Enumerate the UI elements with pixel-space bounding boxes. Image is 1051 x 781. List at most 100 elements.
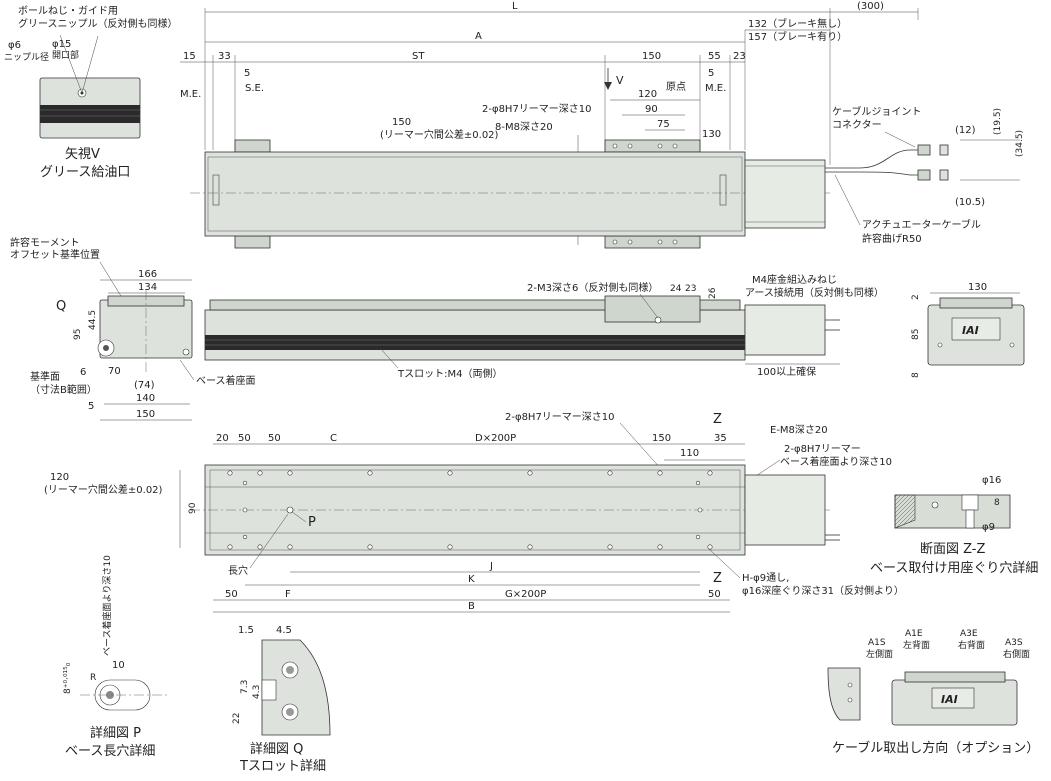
vv-nipple: ニップル径 xyxy=(4,51,49,63)
m8-note: 8-M8深さ20 xyxy=(495,121,553,133)
rs-dim-2: 2 xyxy=(911,294,921,300)
pitch-tol: (リーマー穴間公差±0.02) xyxy=(44,483,163,496)
reamer-pitch-150: 150 xyxy=(392,117,411,128)
dim-300: (300) xyxy=(857,1,884,12)
bv-dim-C: C xyxy=(330,433,337,444)
dim-12: (12) xyxy=(955,125,976,136)
q-dim-22: 22 xyxy=(232,713,242,724)
cable-direction: IAI A1S 左側面 A1E 左背面 A3E 右背面 A3S 右側面 ケーブル… xyxy=(827,629,1039,756)
dim-15: 15 xyxy=(183,51,196,62)
dim-L: L xyxy=(512,1,518,12)
section-zz: φ16 8 φ9 断面図 Z-Z ベース取付け用座ぐり穴詳細 xyxy=(870,475,1038,576)
bv-dim-20: 20 xyxy=(216,433,229,444)
cable-joint-1: ケーブルジョイント xyxy=(832,105,921,118)
rs-dim-85: 85 xyxy=(911,329,921,340)
detail-p: ベース着座面より深さ10 8⁺⁰·⁰¹⁵₀ 10 R 詳細図 P ベース長穴詳細 xyxy=(63,555,170,759)
p-label: P xyxy=(308,515,316,530)
moment-2: オフセット基準位置 xyxy=(10,248,100,261)
a1e-2: 左背面 xyxy=(903,639,930,651)
dim-6: 6 xyxy=(80,367,86,378)
ref-1: 基準面 xyxy=(30,370,60,383)
a1s-2: 左側面 xyxy=(866,648,893,660)
dim-23: 23 xyxy=(733,51,746,62)
dim-26: 26 xyxy=(708,287,718,299)
q-dim-4-5: 4.5 xyxy=(276,625,292,636)
side-view: 2-M3深さ6（反対側も同様） 24 23 26 M4座金組込みねじ アース接続… xyxy=(204,273,884,380)
bv-dim-110: 110 xyxy=(680,448,699,459)
rs-dim-8: 8 xyxy=(911,372,921,378)
a1e-1: A1E xyxy=(905,629,923,639)
bv-dim-B: B xyxy=(468,601,475,612)
dim-150-end: 150 xyxy=(136,409,155,420)
detail-q: 1.5 4.5 7.3 4.3 22 詳細図 Q Tスロット詳細 xyxy=(232,625,331,774)
a3e-1: A3E xyxy=(960,629,978,639)
base-face: ベース着座面 xyxy=(196,374,256,387)
me-right: M.E. xyxy=(705,83,726,94)
z-top: Z xyxy=(713,412,722,427)
a3s-2: 右側面 xyxy=(1003,648,1030,660)
q-dim-1-5: 1.5 xyxy=(238,625,254,636)
vv-phi15: φ15 xyxy=(52,39,71,50)
zz-phi16: φ16 xyxy=(982,475,1001,486)
p-caption-1: 詳細図 P xyxy=(90,725,141,741)
moment-1: 許容モーメント xyxy=(10,236,80,249)
bv-dim-K: K xyxy=(468,574,475,585)
dim-140: 140 xyxy=(136,393,155,404)
vv-phi6: φ6 xyxy=(8,40,21,51)
dim-10-5: (10.5) xyxy=(955,197,985,208)
vv-ballscrew-2: グリースニップル（反対側も同様） xyxy=(18,17,178,30)
zz-caption-2: ベース取付け用座ぐり穴詳細 xyxy=(870,560,1038,576)
origin-label: 原点 xyxy=(666,81,686,93)
view-v-arrow: V xyxy=(616,74,624,87)
dim-74: (74) xyxy=(134,380,155,391)
a1s-1: A1S xyxy=(868,638,886,648)
dim-90: 90 xyxy=(645,104,658,115)
q-caption-1: 詳細図 Q xyxy=(250,741,303,757)
h-note-2: φ16深座ぐり深さ31（反対側より） xyxy=(742,584,904,597)
dim-95: 95 xyxy=(73,329,83,340)
bv-dim-F: F xyxy=(285,589,291,600)
bv-dim-D: D×200P xyxy=(475,433,516,444)
end-view: 許容モーメント オフセット基準位置 166 134 Q 95 44.5 6 70… xyxy=(10,236,256,421)
dim-23-side: 23 xyxy=(685,284,696,294)
p-dim-10: 10 xyxy=(112,660,125,671)
bolt-holes xyxy=(227,470,713,550)
a3e-2: 右背面 xyxy=(958,639,985,651)
dim-150-top: 150 xyxy=(642,51,661,62)
dim-24: 24 xyxy=(670,284,682,294)
cable-joint-2: コネクター xyxy=(832,119,882,131)
vv-caption-1: 矢視V xyxy=(65,147,100,162)
p-caption-2: ベース長穴詳細 xyxy=(65,743,155,759)
top-view: L (300) A 132（ブレーキ無し） 157（ブレーキ有り） 15 33 … xyxy=(180,1,1025,249)
dim-55: 55 xyxy=(708,51,721,62)
cd-caption: ケーブル取出し方向（オプション） xyxy=(832,740,1039,756)
se-label: S.E. xyxy=(245,83,264,94)
dim-A: A xyxy=(475,31,482,42)
bv-dim-50d: 50 xyxy=(708,589,721,600)
bv-dim-J: J xyxy=(489,561,493,572)
p-depth-note: ベース着座面より深さ10 xyxy=(101,555,113,656)
p-tol: 8⁺⁰·⁰¹⁵₀ xyxy=(63,662,73,694)
right-end-view: 130 IAI 2 85 8 xyxy=(911,282,1025,378)
rs-logo: IAI xyxy=(962,324,979,337)
a3s-1: A3S xyxy=(1005,638,1023,648)
reamer-base-2: ベース着座面より深さ10 xyxy=(780,455,892,468)
bv-dim-50b: 50 xyxy=(268,433,281,444)
zz-caption-1: 断面図 Z-Z xyxy=(920,542,986,557)
dim-33: 33 xyxy=(218,51,231,62)
bv-dim-35: 35 xyxy=(714,433,727,444)
reamer-note: 2-φ8H7リーマー深さ10 xyxy=(482,103,592,115)
reamer-base-1: 2-φ8H7リーマー xyxy=(784,444,861,455)
dim-44-5: 44.5 xyxy=(88,310,98,330)
bv-dim-50c: 50 xyxy=(225,589,238,600)
dim-75: 75 xyxy=(657,119,670,130)
act-cable-1: アクチュエーターケーブル xyxy=(862,218,981,231)
bottom-view: 20 50 50 C D×200P 150 35 110 Z 2-φ8H7リーマ… xyxy=(44,411,904,613)
m4-2: アース接続用（反対側も同様） xyxy=(745,286,884,299)
dim-166: 166 xyxy=(138,269,157,280)
bv-dim-150: 150 xyxy=(652,433,671,444)
dim-5a: 5 xyxy=(244,68,250,79)
p-r: R xyxy=(90,673,96,683)
reamer-pitch-tol: (リーマー穴間公差±0.02) xyxy=(380,128,499,141)
